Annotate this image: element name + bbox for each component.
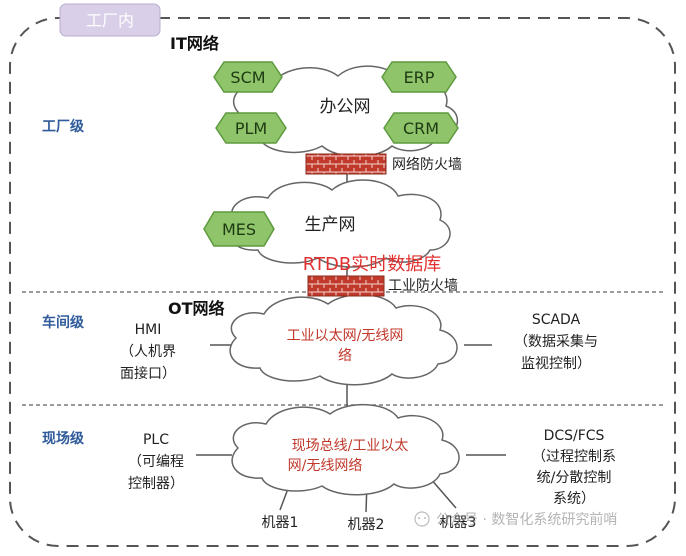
production-network-cloud <box>230 179 451 268</box>
scm-node: SCM <box>213 61 283 93</box>
hmi-label: （人机界 <box>120 344 176 360</box>
erp-node: ERP <box>381 61 457 93</box>
machine-label: 机器3 <box>440 515 477 531</box>
scm-label: SCM <box>230 68 265 87</box>
watermark: 公众号 · 数智化系统研究前哨 <box>414 511 617 528</box>
machine-label: 机器1 <box>262 515 299 531</box>
hmi-device: HMI （人机界 面接口） <box>120 322 176 382</box>
industrial-firewall-label: 工业防火墙 <box>388 278 458 294</box>
dcs-label: DCS/FCS <box>544 428 605 444</box>
rtdb-label: RTDB实时数据库 <box>303 254 441 275</box>
network-firewall-icon <box>305 153 387 175</box>
erp-label: ERP <box>404 68 435 87</box>
fieldbus-label: 网/无线网络 <box>288 458 363 474</box>
it-network-title: IT网络 <box>170 34 219 53</box>
dcs-label: 统/分散控制 <box>537 470 612 486</box>
factory-boundary <box>9 17 676 547</box>
ot-network-title: OT网络 <box>168 299 225 318</box>
fieldbus-label: 现场总线/工业以太 <box>292 438 409 454</box>
plc-label: 控制器） <box>128 476 184 492</box>
factory-tag: 工厂内 <box>59 3 161 37</box>
plc-device: PLC （可编程 控制器） <box>128 432 184 492</box>
industrial-firewall: 工业防火墙 <box>307 275 458 297</box>
dcs-label: 系统） <box>553 491 595 507</box>
office-network-label: 办公网 <box>320 97 371 117</box>
mes-node: MES <box>203 211 275 247</box>
scada-label: 监视控制） <box>521 356 591 372</box>
machine-label: 机器2 <box>348 517 385 533</box>
factory-tag-label: 工厂内 <box>86 11 134 30</box>
level-label-factory: 工厂级 <box>42 118 85 135</box>
industrial-ethernet-cloud <box>229 294 458 386</box>
scada-device: SCADA （数据采集与 监视控制） <box>514 312 598 372</box>
plc-label: （可编程 <box>128 454 184 470</box>
fieldbus-cloud <box>231 404 460 496</box>
mes-label: MES <box>222 220 256 239</box>
dcs-device: DCS/FCS （过程控制系 统/分散控制 系统） <box>532 428 616 507</box>
crm-node: CRM <box>383 112 459 144</box>
industrial-firewall-icon <box>307 275 385 297</box>
industrial-ethernet-label: 工业以太网/无线网 <box>287 328 404 344</box>
plm-label: PLM <box>235 119 267 138</box>
network-firewall: 网络防火墙 <box>305 153 462 175</box>
production-network-label: 生产网 <box>305 215 356 235</box>
dcs-label: （过程控制系 <box>532 449 616 465</box>
scada-label: （数据采集与 <box>514 333 598 350</box>
plc-label: PLC <box>143 432 169 448</box>
crm-label: CRM <box>403 119 439 138</box>
scada-label: SCADA <box>532 312 581 328</box>
connector-line <box>429 477 457 509</box>
hmi-label: HMI <box>135 322 162 338</box>
industrial-ethernet-label: 络 <box>338 348 352 364</box>
level-label-workshop: 车间级 <box>42 314 85 331</box>
hmi-label: 面接口） <box>120 365 176 382</box>
network-firewall-label: 网络防火墙 <box>392 157 462 173</box>
watermark-text: 公众号 · 数智化系统研究前哨 <box>436 511 617 528</box>
level-label-field: 现场级 <box>42 430 85 447</box>
wechat-icon <box>414 511 430 527</box>
plm-node: PLM <box>215 112 287 144</box>
